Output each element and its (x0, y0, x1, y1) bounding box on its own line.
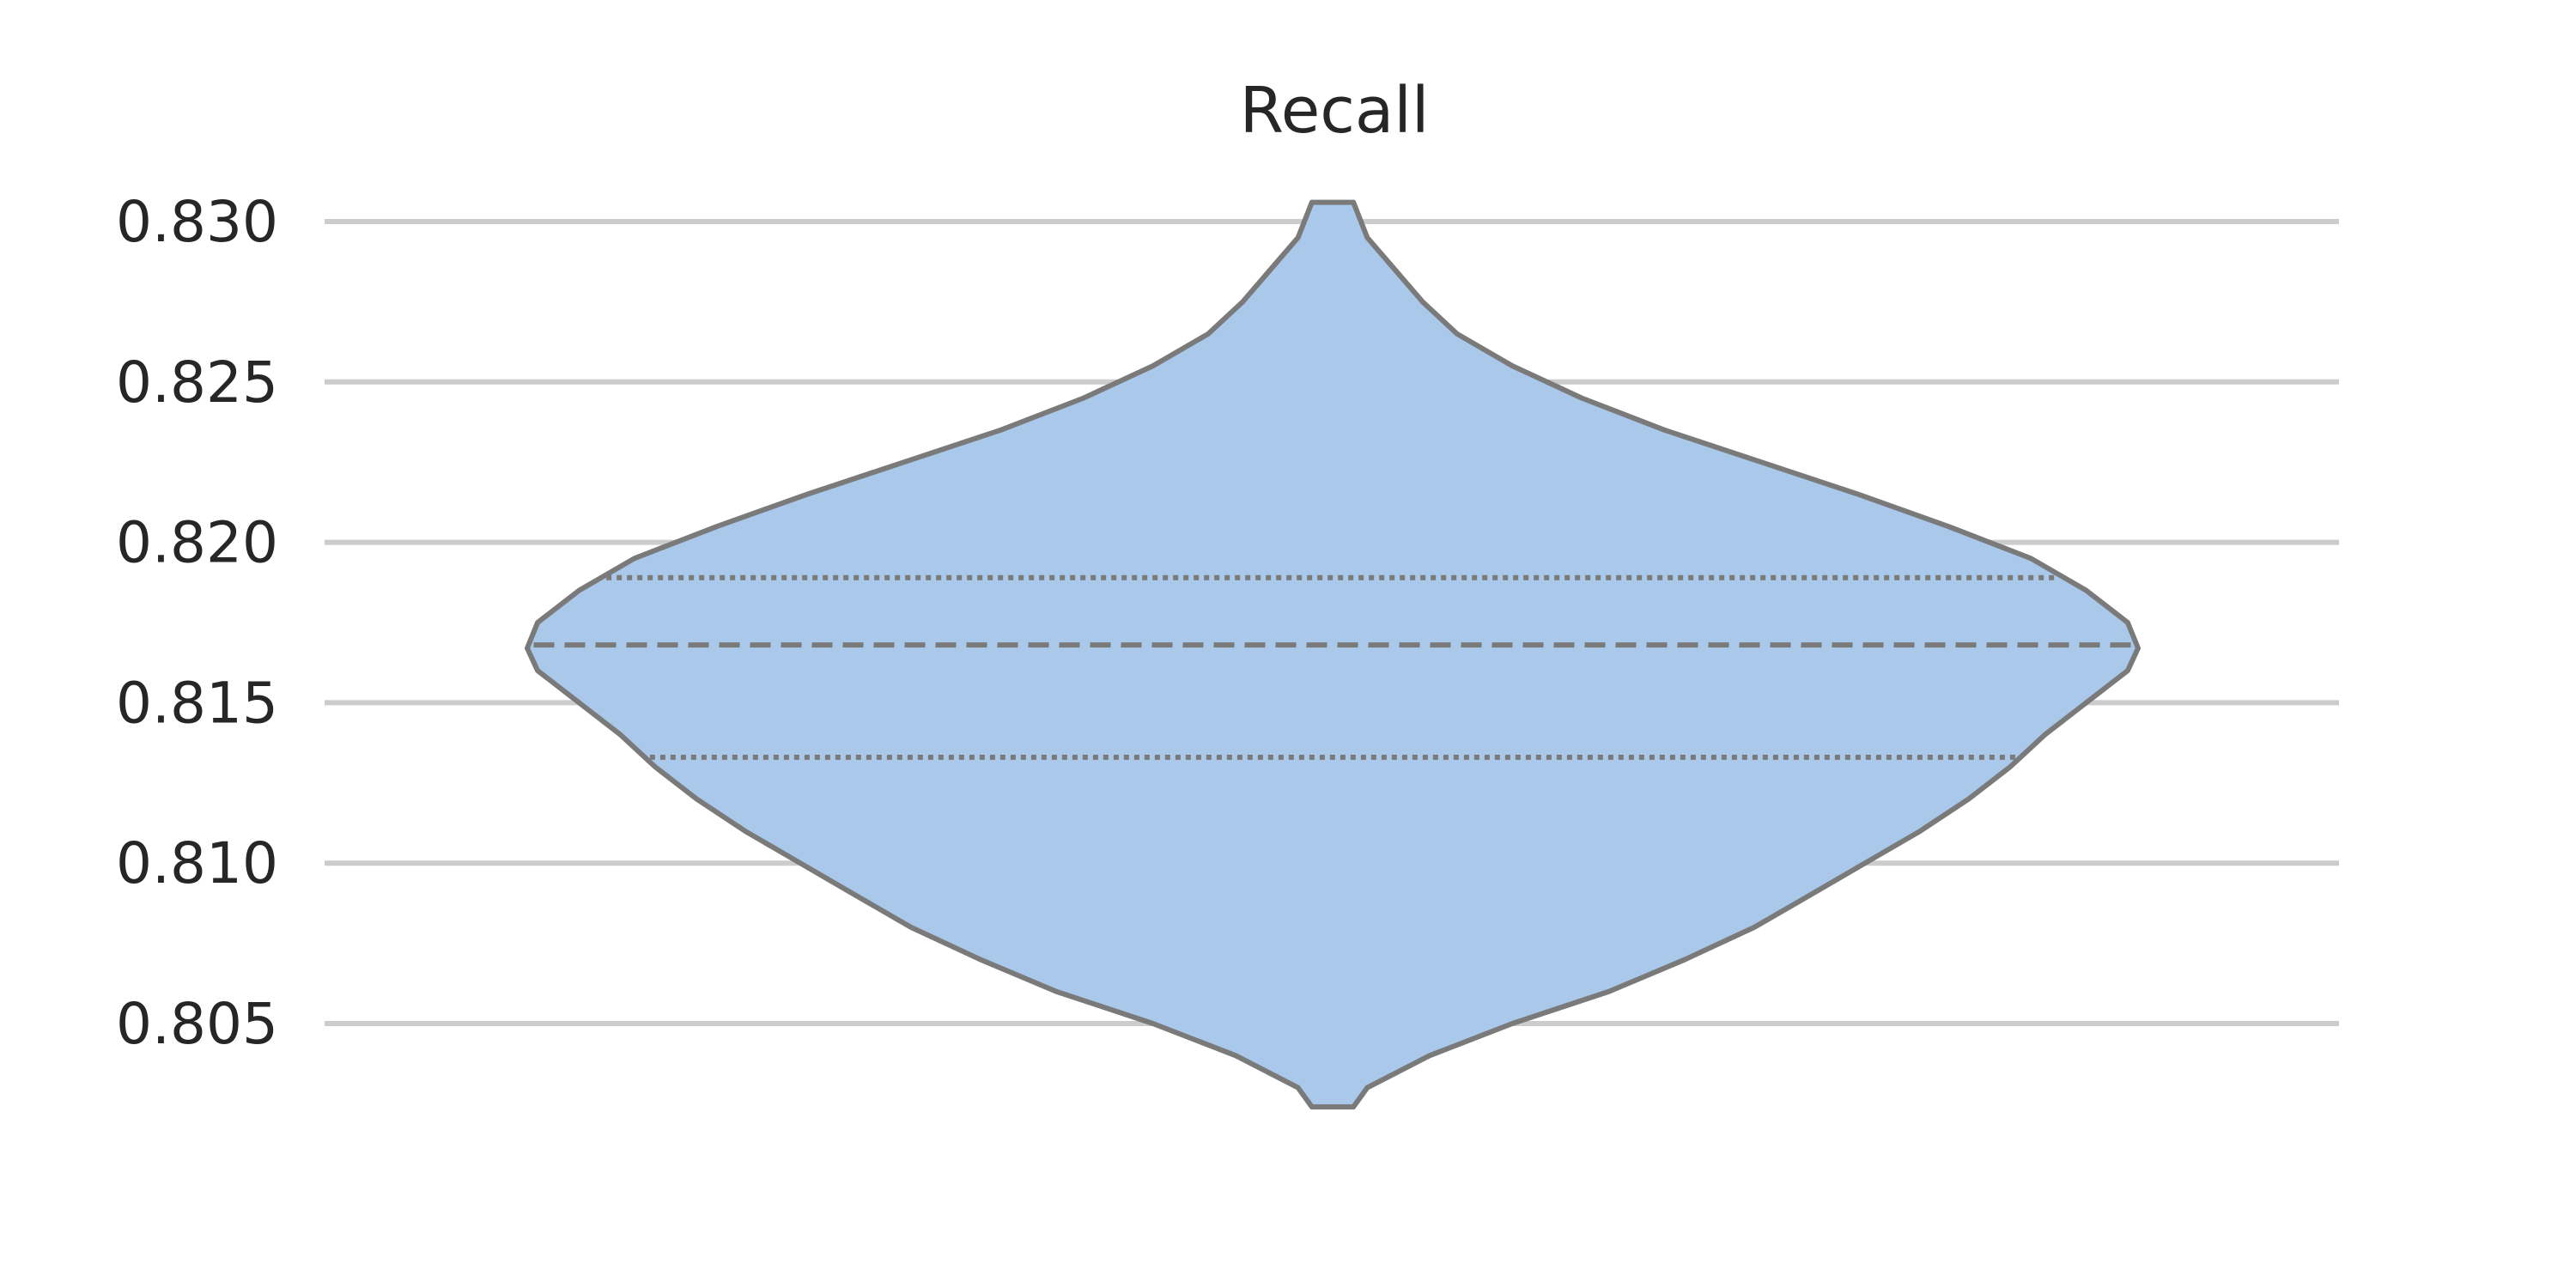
y-tick-label: 0.805 (116, 991, 278, 1057)
y-tick-label: 0.825 (116, 349, 278, 416)
y-tick-label: 0.820 (116, 510, 278, 576)
violin-body (525, 199, 2141, 1110)
chart-title: Recall (1240, 74, 1430, 148)
y-axis: 0.805 0.810 0.815 0.820 0.825 0.830 (116, 189, 278, 1057)
y-tick-label: 0.810 (116, 830, 278, 896)
violin-layer (525, 199, 2141, 1110)
y-tick-label: 0.830 (116, 189, 278, 255)
y-tick-label: 0.815 (116, 670, 278, 736)
